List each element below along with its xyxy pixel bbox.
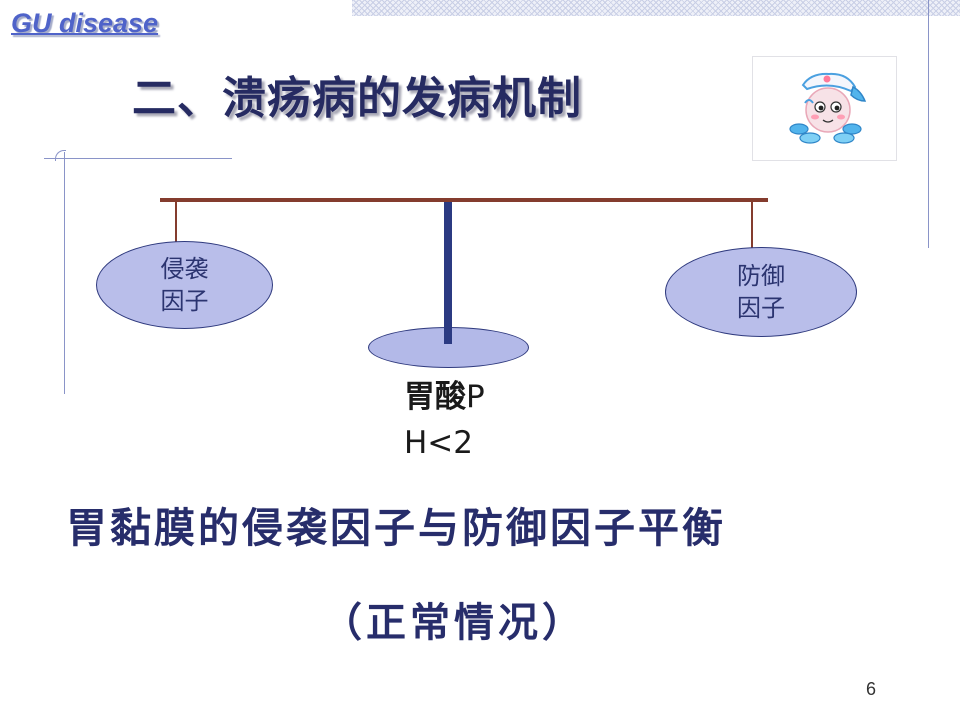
scale-pillar	[444, 202, 452, 344]
brand-link[interactable]: GU disease	[11, 8, 159, 38]
aggressive-factor-label-line2: 因子	[160, 287, 209, 315]
gastric-acid-latin: P	[466, 379, 485, 415]
frame-corner	[55, 150, 66, 161]
mascot-frame	[752, 56, 897, 161]
balance-statement: 胃黏膜的侵袭因子与防御因子平衡	[66, 504, 726, 552]
defensive-factor-label-line1: 防御	[737, 262, 785, 290]
gastric-acid-line2: H<2	[404, 425, 474, 461]
scale-hanger-left	[175, 200, 177, 246]
nurse-mascot-icon	[789, 72, 867, 144]
page-number: 6	[866, 679, 877, 699]
scale-hanger-right	[751, 200, 753, 248]
gastric-acid-cjk: 胃酸	[404, 379, 466, 415]
condition-note: （正常情况）	[322, 599, 586, 646]
gastric-acid-line1: 胃酸P	[404, 374, 485, 420]
scale-beam	[160, 198, 768, 202]
frame-line-left	[64, 152, 65, 394]
frame-line-right	[928, 0, 929, 248]
frame-line-top-left	[44, 158, 232, 159]
aggressive-factor-label-line1: 侵袭	[160, 255, 209, 283]
defensive-factor-label-line2: 因子	[737, 294, 785, 322]
aggressive-factor-weight: 侵袭 因子	[96, 241, 273, 329]
slide-title: 二、溃疡病的发病机制	[132, 73, 582, 124]
header-pattern	[352, 0, 960, 16]
defensive-factor-weight: 防御 因子	[665, 247, 857, 337]
gastric-acid-label: 胃酸P H<2	[404, 374, 485, 466]
